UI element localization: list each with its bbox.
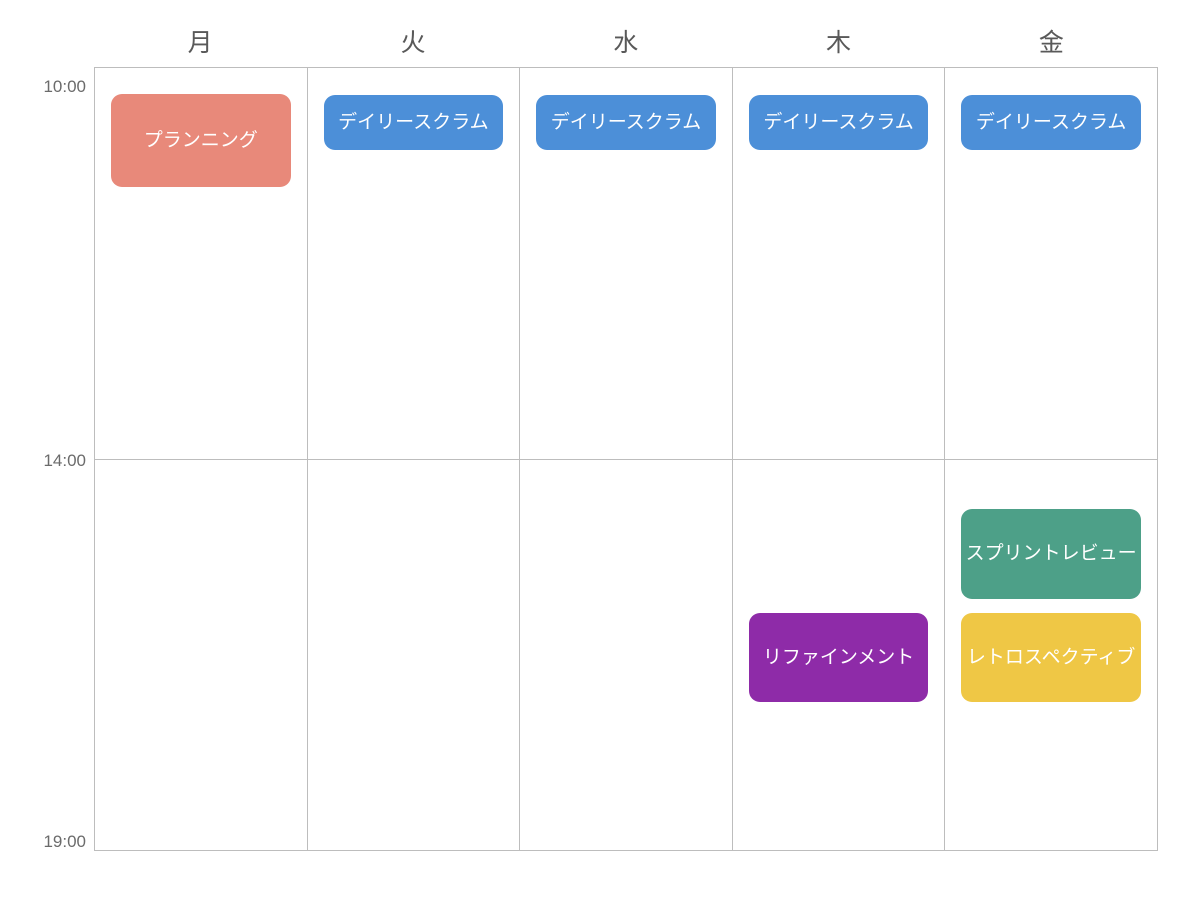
calendar-event-title: レトロスペクティブ bbox=[966, 646, 1136, 668]
calendar-event-title: リファインメント bbox=[762, 646, 915, 668]
time-label-end: 19:00 bbox=[43, 832, 86, 851]
calendar-grid: プランニング デイリースクラム デイリースクラム デイリースクラムリファインメン… bbox=[94, 67, 1158, 851]
day-column-fri[interactable]: デイリースクラムスプリントレビューレトロスペクティブ bbox=[945, 68, 1157, 850]
calendar-event-title: デイリースクラム bbox=[550, 111, 702, 133]
calendar-event-title: スプリントレビュー bbox=[965, 543, 1137, 565]
calendar-event[interactable]: スプリントレビュー bbox=[961, 509, 1141, 599]
calendar-event-title: デイリースクラム bbox=[763, 111, 914, 133]
day-column-thu[interactable]: デイリースクラムリファインメント bbox=[733, 68, 946, 850]
day-column-tue[interactable]: デイリースクラム bbox=[308, 68, 521, 850]
day-column-wed[interactable]: デイリースクラム bbox=[520, 68, 733, 850]
day-header-row: 月 火 水 木 金 bbox=[94, 20, 1158, 67]
calendar-event[interactable]: リファインメント bbox=[748, 613, 929, 702]
calendar-event-title: デイリースクラム bbox=[338, 111, 489, 133]
calendar-event[interactable]: デイリースクラム bbox=[748, 95, 929, 150]
day-header-fri[interactable]: 金 bbox=[1038, 29, 1065, 57]
calendar-event-title: デイリースクラム bbox=[975, 111, 1127, 133]
calendar-event[interactable]: プランニング bbox=[111, 94, 291, 187]
time-label-mid: 14:00 bbox=[43, 451, 86, 470]
time-label-start: 10:00 bbox=[43, 77, 86, 96]
day-column-mon[interactable]: プランニング bbox=[95, 68, 308, 850]
calendar-event[interactable]: デイリースクラム bbox=[536, 95, 716, 150]
day-header-mon[interactable]: 月 bbox=[187, 29, 214, 57]
calendar-event[interactable]: デイリースクラム bbox=[961, 95, 1141, 150]
calendar-event-title: プランニング bbox=[143, 129, 258, 151]
day-header-wed[interactable]: 水 bbox=[613, 29, 639, 57]
calendar-event[interactable]: デイリースクラム bbox=[323, 95, 504, 150]
day-header-thu[interactable]: 木 bbox=[826, 29, 852, 57]
day-header-tue[interactable]: 火 bbox=[400, 29, 426, 57]
calendar-event[interactable]: レトロスペクティブ bbox=[961, 613, 1141, 702]
